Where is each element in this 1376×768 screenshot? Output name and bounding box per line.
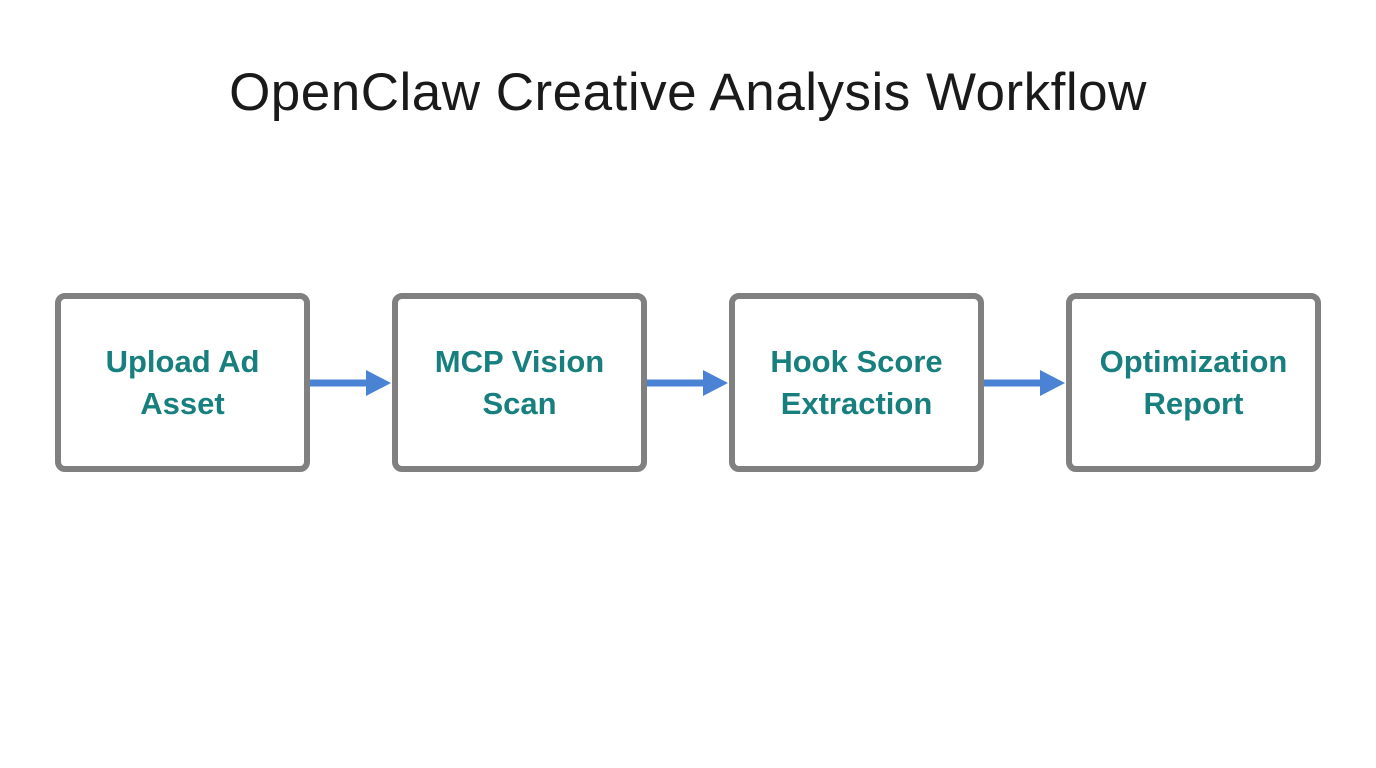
flow-step-label: Optimization Report bbox=[1099, 343, 1288, 421]
flow-step-optimization-report: Optimization Report bbox=[1066, 293, 1321, 472]
page-title: OpenClaw Creative Analysis Workflow bbox=[229, 63, 1147, 122]
flow-step-label: MCP Vision Scan bbox=[434, 343, 605, 421]
arrow-right-icon bbox=[310, 369, 391, 396]
flow-step-mcp-vision-scan: MCP Vision Scan bbox=[392, 293, 647, 472]
flow-step-label: Upload Ad Asset bbox=[105, 343, 260, 421]
flow-step-upload-ad-asset: Upload Ad Asset bbox=[55, 293, 310, 472]
flow-step-hook-score-extraction: Hook Score Extraction bbox=[729, 293, 984, 472]
flowchart: Upload Ad Asset MCP Vision Scan Hook Sco… bbox=[55, 293, 1321, 472]
flow-step-label: Hook Score Extraction bbox=[770, 343, 943, 421]
arrow-right-icon bbox=[647, 369, 728, 396]
arrow-right-icon bbox=[984, 369, 1065, 396]
